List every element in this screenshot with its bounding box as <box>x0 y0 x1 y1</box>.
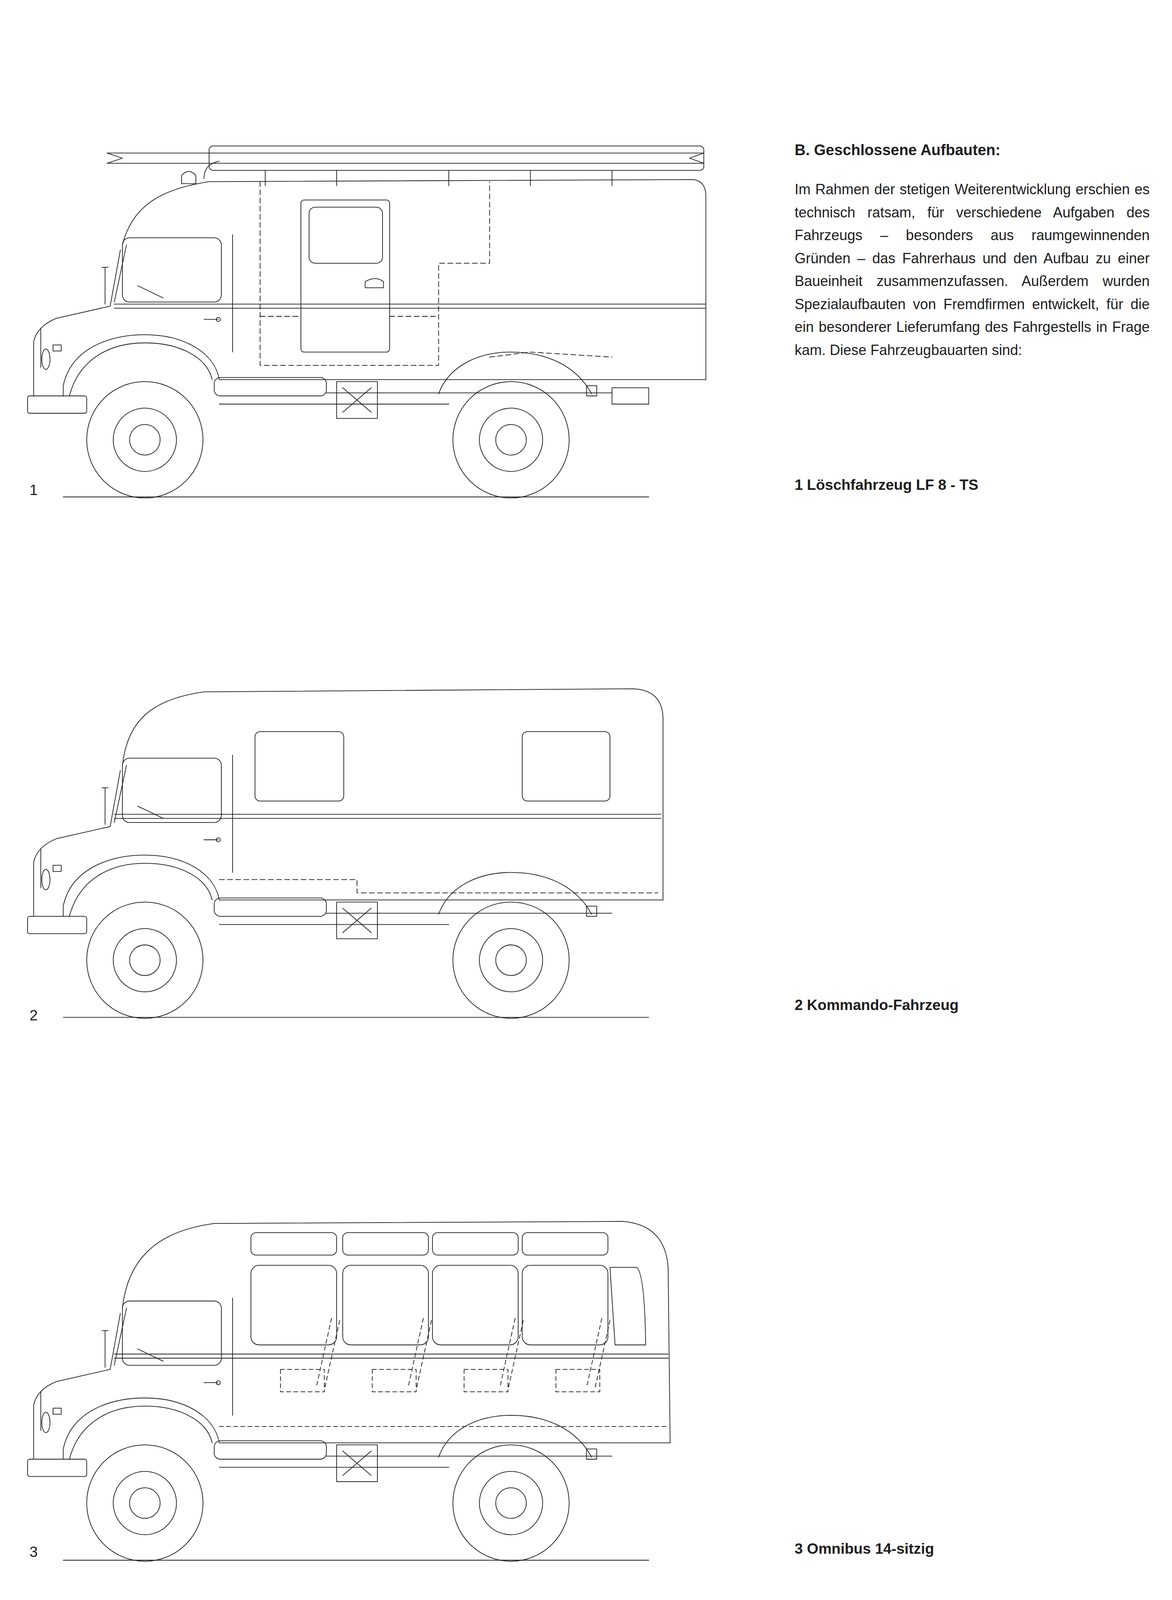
omnibus-drawing <box>27 1221 671 1562</box>
command-vehicle-drawing <box>27 688 663 1019</box>
figure-number: 2 <box>29 1007 38 1025</box>
figure-number: 3 <box>29 1543 38 1561</box>
figure-caption: 3 Omnibus 14-sitzig <box>794 1540 935 1558</box>
section-heading: B. Geschlossene Aufbauten: <box>794 141 1001 159</box>
figure-number: 1 <box>29 481 38 499</box>
fire-engine-drawing <box>27 146 706 499</box>
body-paragraph: Im Rahmen der stetigen Weiterentwicklung… <box>794 177 1150 362</box>
figure-caption: 1 Löschfahrzeug LF 8 - TS <box>794 476 979 494</box>
figure-caption: 2 Kommando-Fahrzeug <box>794 996 959 1014</box>
